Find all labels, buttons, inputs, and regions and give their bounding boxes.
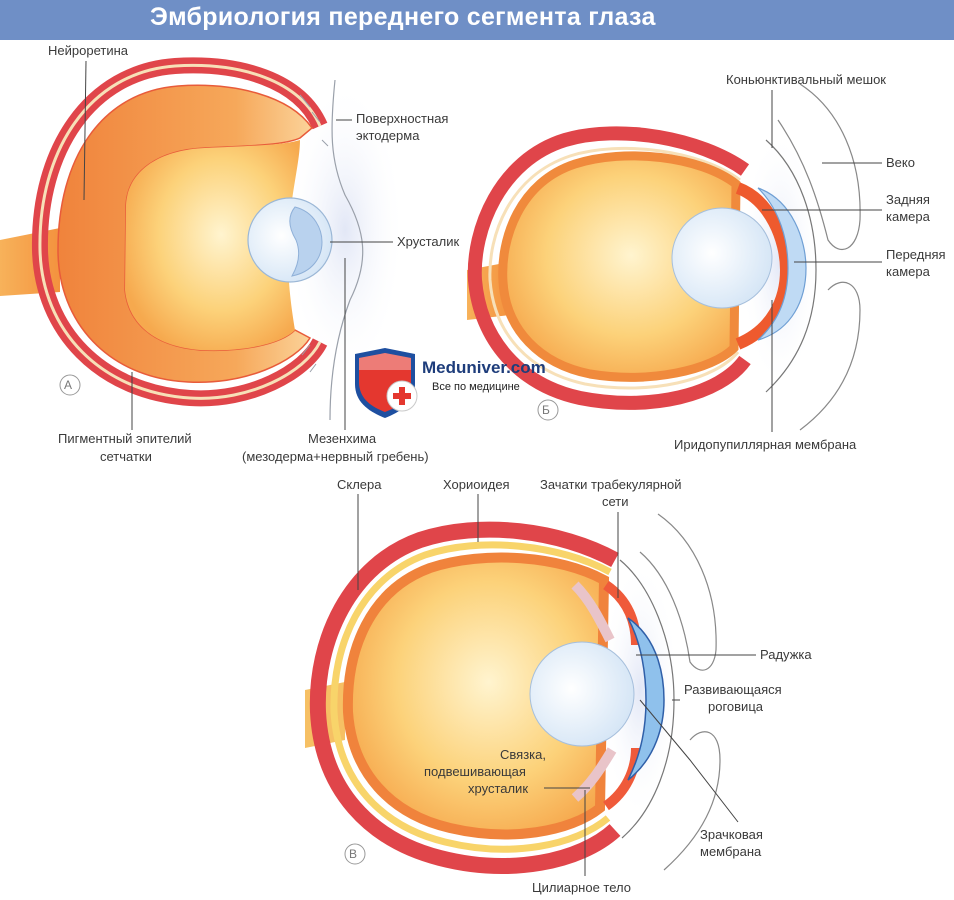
leader-pupillary-membrane <box>639 699 739 823</box>
eye-embryology-diagram: А Нейроретина Поверхностная эктодерма Хр… <box>0 43 946 895</box>
lower-eyelid-b <box>799 281 861 431</box>
label-trabecular-1: Зачатки трабекулярной <box>540 477 682 492</box>
label-cornea-1: Развивающаяся <box>684 682 782 697</box>
upper-eyelid-b <box>777 83 861 251</box>
label-anterior-chamber-2: камера <box>886 264 931 279</box>
panel-v-marker: В <box>349 847 357 861</box>
sclera-b <box>467 126 751 410</box>
label-posterior-chamber-1: Задняя <box>886 192 930 207</box>
label-posterior-chamber-2: камера <box>886 209 931 224</box>
sclera-v <box>309 521 621 874</box>
label-mesenchyme-1: Мезенхима <box>308 431 377 446</box>
label-eyelid: Веко <box>886 155 915 170</box>
panel-b-eye <box>467 83 861 431</box>
meduniver-logo: Meduniver.com Все по медицине <box>350 348 570 420</box>
label-mesenchyme-2: (мезодерма+нервный гребень) <box>242 449 429 464</box>
retina-and-vitreous-b <box>498 151 741 382</box>
label-iris: Радужка <box>760 647 812 662</box>
zonule-fibers <box>571 581 617 802</box>
leader-neuroretina <box>83 60 87 201</box>
label-trabecular-2: сети <box>602 494 629 509</box>
cornea-b <box>757 187 807 341</box>
panel-a-marker: А <box>64 378 72 392</box>
choroid-v <box>330 541 612 853</box>
page-title: Эмбриология переднего сегмента глаза <box>150 3 656 31</box>
label-anterior-chamber-1: Передняя <box>886 247 946 262</box>
logo-tagline: Все по медицине <box>432 381 520 393</box>
label-zonule-3: хрусталик <box>468 781 528 796</box>
panel-b-marker: Б <box>542 403 550 417</box>
iris-and-cornea-v <box>627 617 665 781</box>
lower-eyelid-v <box>663 731 721 871</box>
label-surface-ectoderm-2: эктодерма <box>356 128 420 143</box>
panel-b-marker-circle <box>537 399 559 421</box>
upper-eyelid-v <box>639 513 717 671</box>
mesenchyme-cells <box>299 94 329 373</box>
subretinal-space-line <box>38 63 322 400</box>
panel-v-marker-circle <box>344 843 366 865</box>
iris-anlage-b <box>735 182 793 350</box>
anterior-mesenchyme-haze <box>600 560 680 820</box>
conjunctival-fold-b <box>765 139 817 393</box>
label-conjunctival-sac: Коньюнктивальный мешок <box>726 72 886 87</box>
lens-v <box>529 641 635 747</box>
label-neuroretina: Нейроретина <box>48 43 129 58</box>
lens-b <box>671 207 773 309</box>
label-zonule-2: подвешивающая <box>424 764 526 779</box>
label-pupillary-membrane-1: Зрачковая <box>700 827 763 842</box>
label-iridopupillary-membrane: Иридопупиллярная мембрана <box>674 437 857 452</box>
title-bar: Эмбриология переднего сегмента глаза <box>0 0 954 40</box>
label-pigment-epithelium-1: Пигментный эпителий <box>58 431 192 446</box>
label-ciliary-body: Цилиарное тело <box>532 880 631 895</box>
label-pigment-epithelium-2: сетчатки <box>100 449 152 464</box>
panel-a-optic-cup <box>0 57 405 421</box>
label-sclera: Склера <box>337 477 382 492</box>
logo-name: Meduniver.com <box>422 358 546 377</box>
pigment-line-b <box>488 147 741 390</box>
mesenchyme-haze <box>285 80 405 380</box>
surface-ectoderm <box>329 79 364 421</box>
label-pupillary-membrane-2: мембрана <box>700 844 762 859</box>
optic-vesicle-cavity <box>125 140 300 351</box>
retina-and-vitreous-v <box>342 552 610 840</box>
label-cornea-2: роговица <box>708 699 764 714</box>
label-surface-ectoderm-1: Поверхностная <box>356 111 448 126</box>
lens-fibers <box>289 206 323 277</box>
shield-icon <box>355 348 418 418</box>
label-choroid: Хориоидея <box>443 477 510 492</box>
panel-a-marker-circle <box>59 374 81 396</box>
label-zonule-1: Связка, <box>500 747 546 762</box>
label-lens-a: Хрусталик <box>397 234 459 249</box>
panel-v-eye <box>305 513 721 874</box>
